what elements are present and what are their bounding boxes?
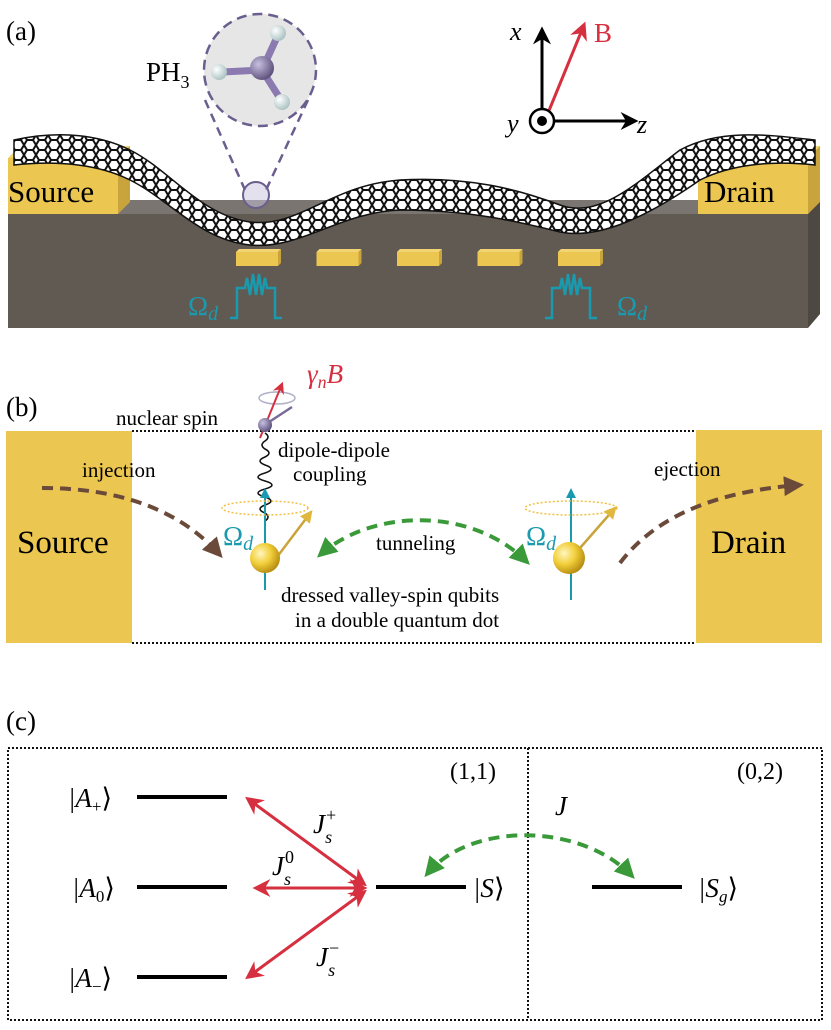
state-label: |A0⟩ <box>72 873 115 906</box>
b-field-arrow <box>546 21 587 114</box>
state-label: |Sg⟩ <box>698 873 738 906</box>
panel-a-label: (a) <box>6 16 36 46</box>
qubit-icon <box>250 543 280 573</box>
dipole-coupling-spring <box>257 432 273 548</box>
level-s-g: |Sg⟩ <box>592 873 738 906</box>
tunneling-arrow <box>317 518 530 565</box>
panel-c-label: (c) <box>6 706 36 736</box>
gate-electrodes <box>236 249 603 266</box>
coupling-label-minus: J−s <box>316 938 339 980</box>
injection-label: injection <box>82 458 156 482</box>
nuclear-spin-icon <box>258 418 272 432</box>
drain-lead <box>696 430 822 643</box>
coordinate-axes: x y z B <box>504 17 647 139</box>
coupling-arrow-minus <box>245 889 367 980</box>
level-a-plus: |A+⟩ <box>68 783 227 816</box>
tunnel-coupling-label: J <box>555 791 569 821</box>
panel-c: (c) (1,1) (0,2) |A+⟩ |A0⟩ |A−⟩ |S⟩ |Sg⟩ <box>6 706 823 1021</box>
z-axis-label: z <box>636 110 647 139</box>
ph3-molecule-icon <box>211 25 290 110</box>
panel-b-label: (b) <box>6 392 37 422</box>
nuclear-spin: nuclear spin γnB <box>116 359 343 439</box>
drive-pulse-right: Ωd <box>545 273 648 325</box>
charge-config-11: (1,1) <box>450 759 496 785</box>
y-axis-label: y <box>504 109 519 138</box>
source-label-a: Source <box>8 174 94 209</box>
nuclear-spin-label: nuclear spin <box>116 406 219 430</box>
drive-label-right-a: Ωd <box>617 291 648 325</box>
dqd-caption-line1: dressed valley-spin qubits <box>281 583 499 607</box>
molecule-zoom: PH3 <box>146 12 318 209</box>
pulse-waveform-icon <box>230 273 282 320</box>
qubit-spin-vector-arrow <box>276 510 313 558</box>
gate-electrode <box>316 249 362 266</box>
coupling-label-line2: coupling <box>293 462 367 486</box>
qubit-right: Ωd <box>524 488 618 600</box>
level-s: |S⟩ <box>376 873 504 903</box>
level-a-zero: |A0⟩ <box>72 873 227 906</box>
x-axis-label: x <box>509 17 522 46</box>
ejection-label: ejection <box>654 457 721 481</box>
molecule-label: PH3 <box>146 57 190 92</box>
coupling-label-line1: dipole-dipole <box>278 438 390 462</box>
charge-config-02: (0,2) <box>737 759 783 785</box>
gate-electrode <box>477 249 523 266</box>
level-diagram-frame <box>7 747 823 1021</box>
pulse-waveform-icon <box>545 273 597 320</box>
drive-pulse-left: Ωd <box>188 273 282 325</box>
injection-arrow <box>41 486 223 558</box>
drive-label-left-a: Ωd <box>188 291 219 325</box>
level-a-minus: |A−⟩ <box>68 963 227 996</box>
state-label: |S⟩ <box>473 873 504 903</box>
gate-electrode <box>558 249 603 266</box>
b-field-label: B <box>594 18 612 48</box>
source-lead <box>6 431 132 643</box>
gate-electrode <box>236 249 281 266</box>
drive-label-left-b: Ωd <box>223 521 254 555</box>
coupling-label-plus: J+s <box>313 805 336 847</box>
adsorption-site <box>242 181 270 209</box>
dqd-caption-line2: in a double quantum dot <box>295 608 499 632</box>
drive-label-right-b: Ωd <box>526 521 557 555</box>
tunneling-label: tunneling <box>376 531 456 555</box>
drain-label-a: Drain <box>704 174 775 209</box>
substrate <box>8 200 820 328</box>
gate-electrode <box>397 249 442 266</box>
source-label-b: Source <box>17 525 109 561</box>
qubit-left: Ωd <box>221 488 313 590</box>
panel-a: (a) Source Drain <box>6 12 820 328</box>
larmor-label: γnB <box>307 359 343 392</box>
qubit-spin-vector-arrow <box>579 506 617 549</box>
graphene-ribbon <box>13 134 816 247</box>
panel-b: (b) Source Drain nuclear spin γnB dipole… <box>6 359 822 644</box>
state-label: |A−⟩ <box>68 963 112 996</box>
qubit-icon <box>553 542 585 574</box>
tunnel-coupling-arrow <box>424 833 635 879</box>
drain-label-b: Drain <box>711 525 786 561</box>
ejection-arrow <box>618 476 804 565</box>
state-label: |A+⟩ <box>68 783 112 816</box>
coupling-arrow-plus <box>245 796 367 887</box>
